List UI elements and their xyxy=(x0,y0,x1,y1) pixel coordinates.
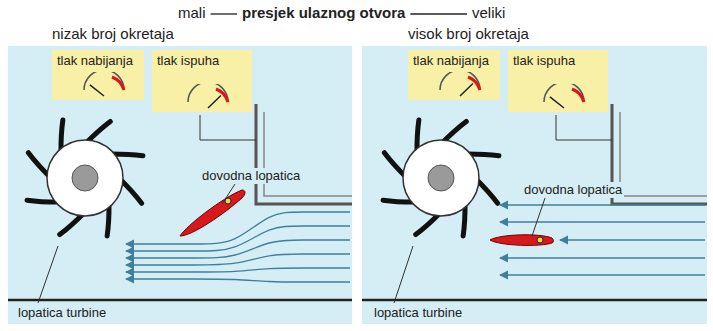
gauge-box: tlak nabijanja xyxy=(52,50,144,100)
gauge-label: tlak nabijanja xyxy=(52,50,144,68)
turbine-wheel xyxy=(383,120,499,236)
leader-line xyxy=(200,140,256,141)
base-line xyxy=(362,299,707,302)
leader-line xyxy=(38,246,58,303)
turbine-shaft xyxy=(428,165,454,191)
turbine-hub xyxy=(403,140,479,216)
flow-arrow xyxy=(126,279,350,282)
pressure-gauge xyxy=(538,84,590,110)
gauge-box: tlak ispuha xyxy=(152,50,252,112)
flow-arrow xyxy=(500,221,705,222)
part-label: dovodna lopatica xyxy=(522,182,624,198)
heading-text: presjek ulaznog otvora xyxy=(240,4,407,22)
gauge-label: tlak ispuha xyxy=(152,50,252,68)
flow-arrow xyxy=(500,204,705,205)
leader-line xyxy=(532,198,545,236)
guide-vane xyxy=(490,235,554,246)
gauge-box: tlak nabijanja xyxy=(408,50,500,100)
flow-arrow xyxy=(126,212,350,244)
housing xyxy=(256,104,352,204)
leader-line xyxy=(394,246,413,303)
leader-line xyxy=(222,184,235,204)
gauge-label: tlak ispuha xyxy=(508,50,608,68)
part-label: lopatica turbine xyxy=(16,305,108,321)
pressure-gauge xyxy=(78,72,130,98)
left-panel xyxy=(8,46,352,324)
right-panel xyxy=(362,46,707,324)
heading-dash xyxy=(211,13,237,14)
housing xyxy=(620,112,707,196)
leader-line xyxy=(556,140,612,141)
flow-arrow xyxy=(126,240,350,258)
gauge-label: tlak nabijanja xyxy=(408,50,500,68)
base-line xyxy=(8,299,352,302)
panel-title: nizak broj okretaja xyxy=(50,25,176,43)
panel-title: visok broj okretaja xyxy=(406,25,531,43)
part-label: lopatica turbine xyxy=(372,305,464,321)
flow-arrow xyxy=(126,226,350,251)
flow-arrow xyxy=(126,268,350,272)
flow-arrow xyxy=(560,239,705,240)
gauge-box: tlak ispuha xyxy=(508,50,608,112)
flow-arrow xyxy=(500,257,705,258)
guide-vane xyxy=(180,190,245,236)
leader-line xyxy=(556,115,557,140)
turbine-wheel xyxy=(27,120,143,236)
part-label: dovodna lopatica xyxy=(200,168,302,184)
flow-arrow xyxy=(500,274,705,275)
flow-arrow xyxy=(126,254,350,265)
turbine-shaft xyxy=(72,165,98,191)
leader-line xyxy=(200,115,201,140)
heading-text: mali xyxy=(176,4,208,22)
pressure-gauge xyxy=(434,72,486,98)
turbine-hub xyxy=(47,140,123,216)
pressure-gauge xyxy=(182,84,234,110)
housing xyxy=(612,104,707,204)
heading-text: veliki xyxy=(470,4,507,22)
heading-dash xyxy=(410,13,467,14)
